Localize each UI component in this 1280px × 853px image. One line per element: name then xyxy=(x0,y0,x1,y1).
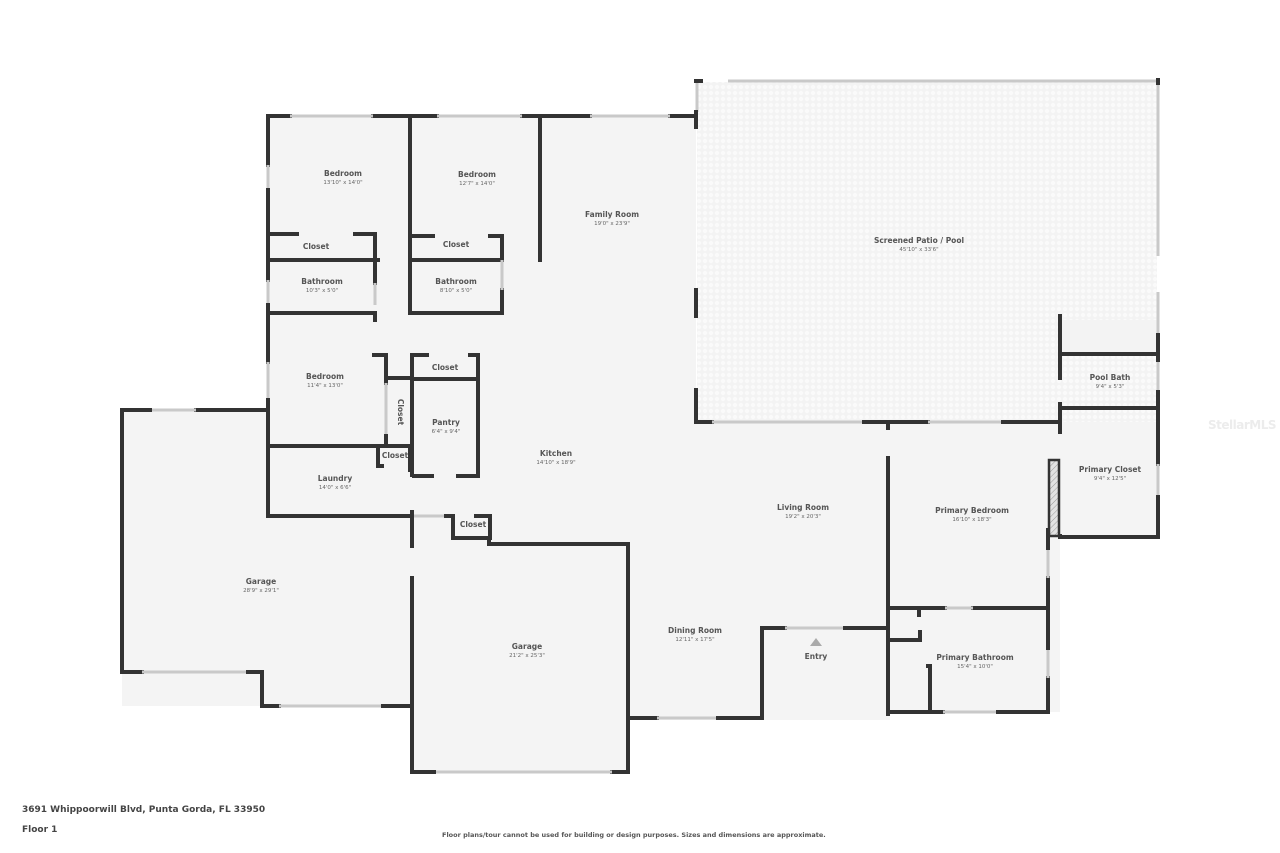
room-dims: 8'10" x 5'0" xyxy=(439,288,473,294)
room-name: Closet xyxy=(459,520,487,529)
room-label-primary-bedroom: Primary Bedroom 16'10" x 18'3" xyxy=(935,506,1009,524)
room-name: Screened Patio / Pool xyxy=(873,236,965,245)
room-dims: 16'10" x 18'3" xyxy=(952,517,992,523)
room-label-closet-3: Closet xyxy=(432,363,458,373)
floor-label: Floor 1 xyxy=(22,825,58,835)
room-name: Closet xyxy=(442,240,470,249)
room-dims: 14'10" x 18'9" xyxy=(536,460,576,466)
room-dims: 11'4" x 13'0" xyxy=(307,383,343,389)
room-name: Garage xyxy=(511,642,543,651)
patio-screen xyxy=(694,78,1160,335)
room-label-dining-room: Dining Room 12'11" x 17'5" xyxy=(668,626,722,644)
room-name: Closet xyxy=(381,451,409,460)
disclaimer: Floor plans/tour cannot be used for buil… xyxy=(442,831,826,839)
room-label-kitchen: Kitchen 14'10" x 18'9" xyxy=(536,449,575,467)
room-name: Closet xyxy=(302,242,330,251)
room-label-bathroom-1: Bathroom 10'3" x 5'0" xyxy=(301,277,343,295)
room-dims: 13'10" x 14'0" xyxy=(323,180,363,186)
room-dims: 6'4" x 9'4" xyxy=(431,429,461,435)
room-label-family-room: Family Room 19'0" x 23'9" xyxy=(585,210,639,228)
room-label-laundry: Laundry 14'0" x 6'6" xyxy=(318,474,352,492)
room-name: Dining Room xyxy=(668,626,722,635)
room-label-pool-bath: Pool Bath 9'4" x 5'3" xyxy=(1090,373,1131,391)
room-name: Bedroom xyxy=(324,169,362,178)
room-label-bedroom-1: Bedroom 13'10" x 14'0" xyxy=(323,169,362,187)
room-label-pantry: Pantry 6'4" x 9'4" xyxy=(432,418,461,436)
room-label-living-room: Living Room 19'2" x 20'3" xyxy=(777,503,829,521)
room-label-closet-vertical: Closet xyxy=(395,399,405,425)
room-name: Bathroom xyxy=(435,277,477,286)
walls xyxy=(120,110,1160,774)
room-dims: 9'4" x 5'3" xyxy=(1095,384,1125,390)
room-label-bathroom-2: Bathroom 8'10" x 5'0" xyxy=(435,277,477,295)
room-name: Bedroom xyxy=(458,170,496,179)
room-name: Closet xyxy=(396,398,405,426)
room-name: Primary Closet xyxy=(1078,465,1142,474)
entry-label: Entry xyxy=(805,652,828,662)
room-dims: 19'2" x 20'3" xyxy=(785,514,821,520)
room-label-garage-1: Garage 28'9" x 29'1" xyxy=(243,577,279,595)
property-address: 3691 Whippoorwill Blvd, Punta Gorda, FL … xyxy=(22,805,266,815)
room-dims: 14'0" x 6'6" xyxy=(318,485,352,491)
room-label-screened-patio: Screened Patio / Pool 45'10" x 33'6" xyxy=(874,236,964,254)
room-name: Family Room xyxy=(584,210,640,219)
room-label-primary-bathroom: Primary Bathroom 15'4" x 10'0" xyxy=(936,653,1013,671)
room-dims: 28'9" x 29'1" xyxy=(243,588,279,594)
room-name: Garage xyxy=(245,577,277,586)
room-label-primary-closet: Primary Closet 9'4" x 12'5" xyxy=(1079,465,1141,483)
room-label-bedroom-2: Bedroom 12'7" x 14'0" xyxy=(458,170,496,188)
room-label-bedroom-3: Bedroom 11'4" x 13'0" xyxy=(306,372,344,390)
entry-arrow-icon xyxy=(810,638,822,646)
room-label-closet-2: Closet xyxy=(443,240,469,250)
room-label-garage-2: Garage 21'2" x 25'3" xyxy=(509,642,545,660)
room-name: Laundry xyxy=(317,474,353,483)
room-dims: 21'2" x 25'3" xyxy=(509,653,545,659)
room-name: Closet xyxy=(431,363,459,372)
room-name: Primary Bathroom xyxy=(936,653,1014,662)
room-name: Bedroom xyxy=(306,372,344,381)
room-label-closet-5: Closet xyxy=(460,520,486,530)
room-name: Pantry xyxy=(432,418,460,427)
room-dims: 12'11" x 17'5" xyxy=(675,637,715,643)
entry-text: Entry xyxy=(804,652,828,661)
watermark: StellarMLS xyxy=(1208,418,1277,432)
room-name: Kitchen xyxy=(539,449,573,458)
room-dims: 10'3" x 5'0" xyxy=(305,288,339,294)
room-name: Pool Bath xyxy=(1089,373,1131,382)
floor-fills xyxy=(122,82,1158,772)
room-dims: 12'7" x 14'0" xyxy=(459,181,495,187)
room-label-closet-4: Closet xyxy=(382,451,408,461)
room-dims: 19'0" x 23'9" xyxy=(594,221,630,227)
room-dims: 45'10" x 33'6" xyxy=(899,247,939,253)
room-dims: 9'4" x 12'5" xyxy=(1093,476,1127,482)
room-name: Living Room xyxy=(776,503,830,512)
room-label-closet-1: Closet xyxy=(303,242,329,252)
room-name: Primary Bedroom xyxy=(935,506,1009,515)
room-dims: 15'4" x 10'0" xyxy=(957,664,993,670)
room-name: Bathroom xyxy=(301,277,343,286)
